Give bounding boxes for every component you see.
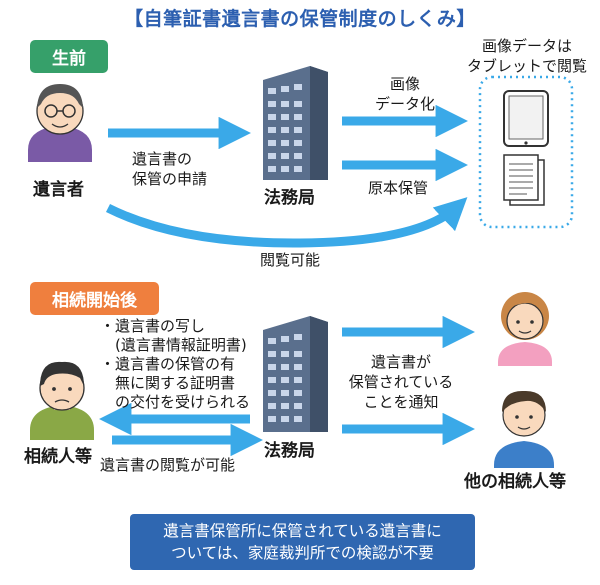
legal-bureau-building-bottom <box>263 316 328 432</box>
testator-label: 遺言者 <box>33 180 84 200</box>
tablet-note: 画像データは タブレットで閲覧 <box>466 37 587 75</box>
application-label: 遺言書の 保管の申請 <box>132 150 208 188</box>
digitize-label: 画像 データ化 <box>374 75 435 113</box>
viewable-label: 閲覧可能 <box>260 251 321 269</box>
other-heir-man-icon <box>494 390 554 468</box>
notify-label: 遺言書が 保管されている ことを通知 <box>348 353 454 411</box>
diagram-title: 【自筆証書遺言書の保管制度のしくみ】 <box>124 8 476 30</box>
badge-before-death: 生前 <box>30 40 108 73</box>
original-storage-label: 原本保管 <box>368 179 429 197</box>
family-court-note: 遺言書保管所に保管されている遺言書に ついては、家庭裁判所での検認が不要 <box>130 514 475 570</box>
certificate-bullets: ・遺言書の写し (遺言書情報証明書) ・遺言書の保管の有 無に関する証明書 の交… <box>100 317 251 411</box>
document-icon <box>503 154 545 206</box>
heir-label: 相続人等 <box>24 447 92 467</box>
other-heirs-label: 他の相続人等 <box>464 472 566 492</box>
heir-icon <box>30 361 94 440</box>
storage-frame <box>478 75 574 229</box>
bureau-label-top: 法務局 <box>264 188 315 208</box>
other-heir-woman-icon <box>498 292 552 366</box>
bureau-label-bottom: 法務局 <box>264 441 315 461</box>
viewing-label: 遺言書の閲覧が可能 <box>100 456 236 474</box>
tablet-icon <box>503 90 549 147</box>
badge-after-inheritance: 相続開始後 <box>30 282 159 315</box>
legal-bureau-building-top <box>263 66 328 180</box>
testator-icon <box>28 84 92 162</box>
